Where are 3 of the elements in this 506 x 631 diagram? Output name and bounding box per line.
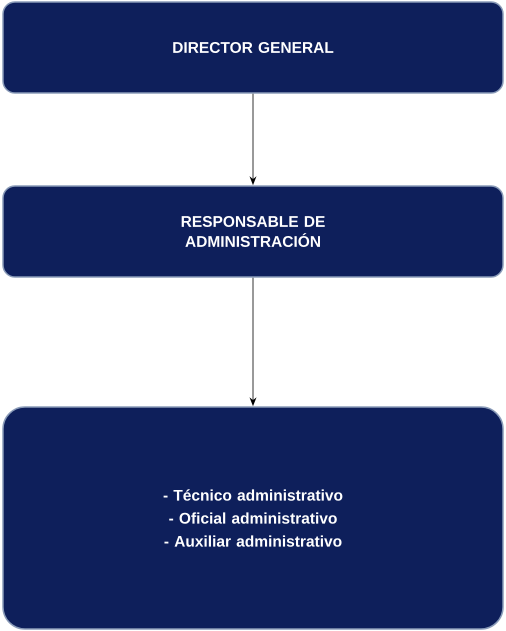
org-box: RESPONSABLE DE ADMINISTRACIÓN bbox=[2, 185, 504, 278]
org-box: DIRECTOR GENERAL bbox=[2, 1, 504, 94]
org-box: - Técnico administrativo - Oficial administrativo - Auxiliar administrativo bbox=[2, 406, 504, 630]
